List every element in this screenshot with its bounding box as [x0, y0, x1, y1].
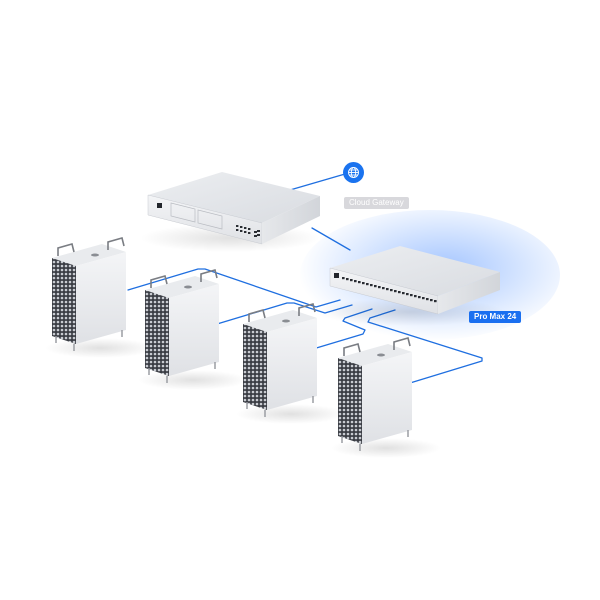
workstation-1 — [45, 237, 155, 358]
cable-switch-ws1 — [127, 268, 341, 308]
gateway-ports — [236, 225, 260, 237]
cloud-gateway-device — [140, 172, 320, 252]
workstation-3 — [236, 303, 346, 424]
workstation-2 — [138, 269, 248, 390]
switch-ports — [342, 277, 437, 303]
pro-max-24-switch — [315, 246, 505, 326]
cable-internet-gateway — [289, 173, 346, 191]
cloud-gateway-label: Cloud Gateway — [344, 197, 409, 209]
globe-icon — [343, 162, 364, 183]
pro-max-24-label: Pro Max 24 — [469, 311, 522, 323]
cable-gateway-switch — [311, 227, 351, 251]
workstation-4 — [331, 337, 441, 458]
